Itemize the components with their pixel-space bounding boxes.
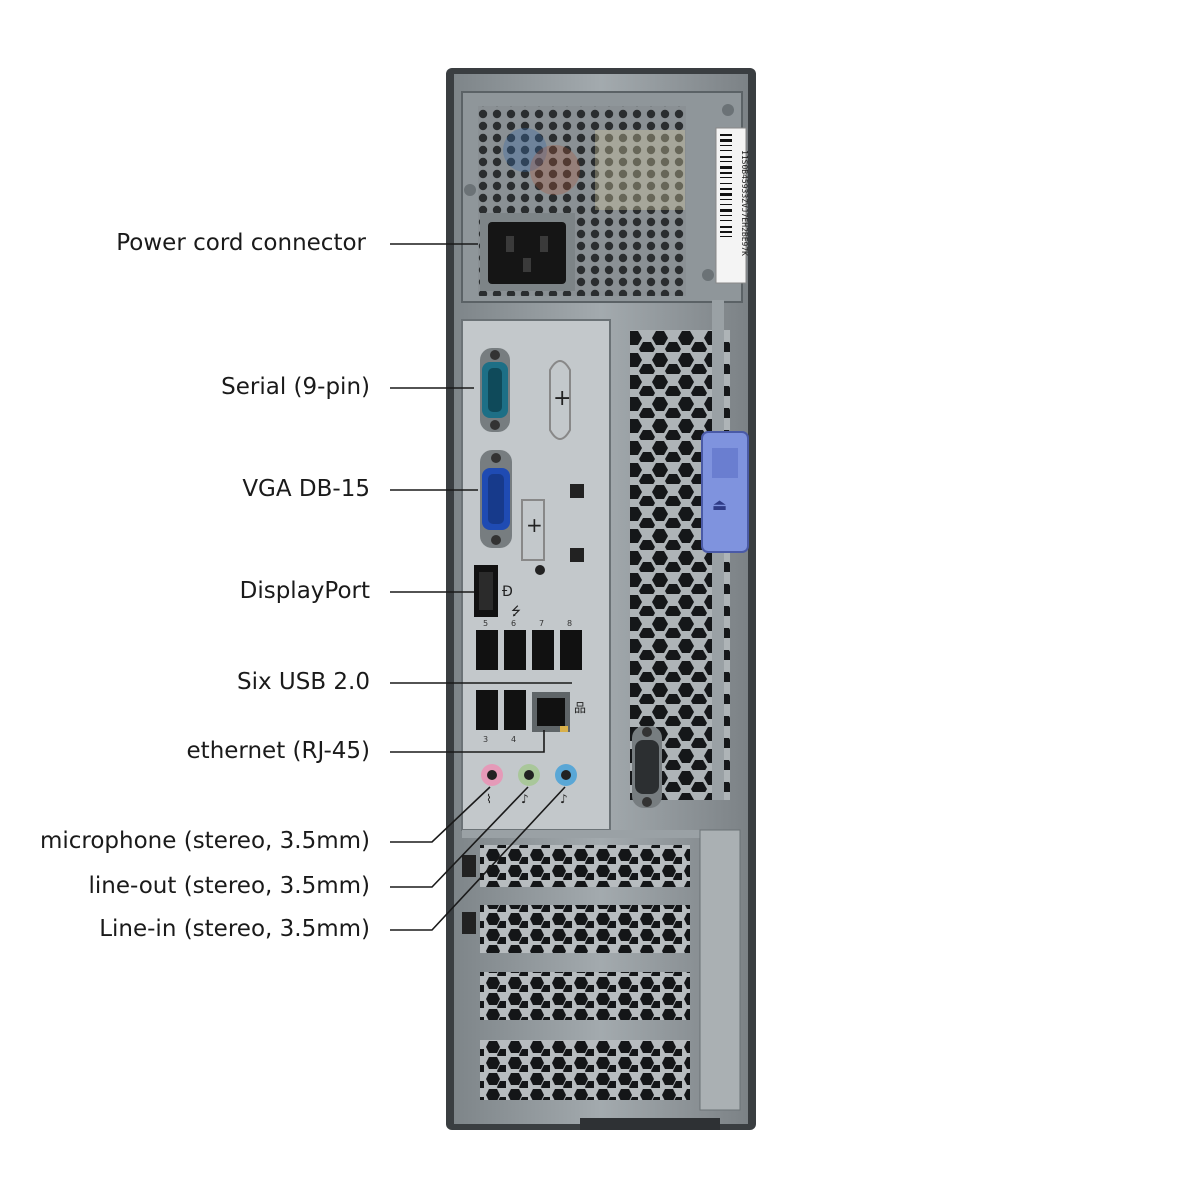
barcode-bar <box>720 156 732 158</box>
audio-jacks: ⌇ ♪ ♪ <box>481 764 577 806</box>
psu-sticker: 11S0B45933ZVJ7EH2BE97K <box>715 127 749 284</box>
microphone-icon: ⌇ <box>486 792 492 806</box>
lock-icon: ⏏ <box>712 495 727 514</box>
io-plate: + + Ð ⭍ <box>461 319 611 831</box>
usb-port-number: 7 <box>539 619 544 628</box>
usb-ports: ⭍ 5 6 7 8 3 4 <box>476 604 582 744</box>
barcode-bar <box>720 226 732 228</box>
barcode-bar <box>720 209 732 212</box>
power-cord-connector <box>488 222 566 284</box>
callout-serial-port: Serial (9-pin) <box>221 374 370 400</box>
headphone-icon: ♪ <box>521 792 529 806</box>
barcode-bar <box>720 188 732 190</box>
displayport-icon: Ð <box>502 584 513 600</box>
callout-line-in-jack: Line-in (stereo, 3.5mm) <box>99 916 370 942</box>
barcode-bar <box>720 204 732 205</box>
displayport-port: Ð <box>474 565 513 617</box>
expansion-slots <box>462 829 741 1111</box>
usb-port-number: 4 <box>511 735 516 744</box>
svg-text:+: + <box>526 513 543 537</box>
barcode-bar <box>720 193 732 196</box>
callout-displayport: DisplayPort <box>239 578 370 604</box>
barcode-bar <box>720 236 732 237</box>
callout-power-cord-connector: Power cord connector <box>116 230 366 256</box>
expansion-slot <box>480 972 690 1020</box>
callout-line-out-jack: line-out (stereo, 3.5mm) <box>88 873 371 899</box>
callout-ethernet-port: ethernet (RJ-45) <box>186 738 370 764</box>
barcode-bar <box>720 220 732 221</box>
network-icon: 品 <box>574 701 586 715</box>
expansion-slot <box>480 905 690 953</box>
callout-microphone-jack: microphone (stereo, 3.5mm) <box>39 828 370 854</box>
barcode-bar <box>720 183 732 184</box>
secondary-serial-port <box>632 726 662 808</box>
psu-sticker-text: 11S0B45933ZVJ7EH2BE97K <box>740 150 749 256</box>
leader-lines <box>390 243 572 931</box>
line-in-icon: ♪ <box>560 792 568 806</box>
barcode-bar <box>720 172 732 174</box>
barcode-bar <box>720 199 732 200</box>
barcode-bar <box>720 150 732 151</box>
ventilation-grille <box>630 300 730 800</box>
usb-icon: ⭍ <box>511 604 521 618</box>
svg-text:+: + <box>553 386 571 411</box>
usb-port-number: 3 <box>483 735 488 744</box>
vga-port <box>480 450 512 548</box>
expansion-slot <box>480 1040 690 1100</box>
expansion-slot <box>480 845 690 887</box>
serial-port <box>480 348 510 432</box>
usb-port-number: 5 <box>483 619 488 628</box>
usb-port-number: 8 <box>567 619 572 628</box>
cover-latch: ⏏ <box>701 431 749 553</box>
usb-port-number: 6 <box>511 619 516 628</box>
barcode-bar <box>720 161 732 162</box>
barcode-bar <box>720 166 732 169</box>
callout-vga-port: VGA DB-15 <box>242 476 370 502</box>
barcode-bar <box>720 139 732 142</box>
barcode-bar <box>720 145 732 146</box>
barcode-bar <box>720 134 732 136</box>
callout-usb-ports: Six USB 2.0 <box>236 669 370 695</box>
barcode-bar <box>720 215 732 216</box>
ethernet-port: 品 <box>532 692 586 732</box>
barcode-bar <box>720 177 732 178</box>
power-supply: 11S0B45933ZVJ7EH2BE97K <box>461 91 749 303</box>
barcode-bar <box>720 231 732 233</box>
